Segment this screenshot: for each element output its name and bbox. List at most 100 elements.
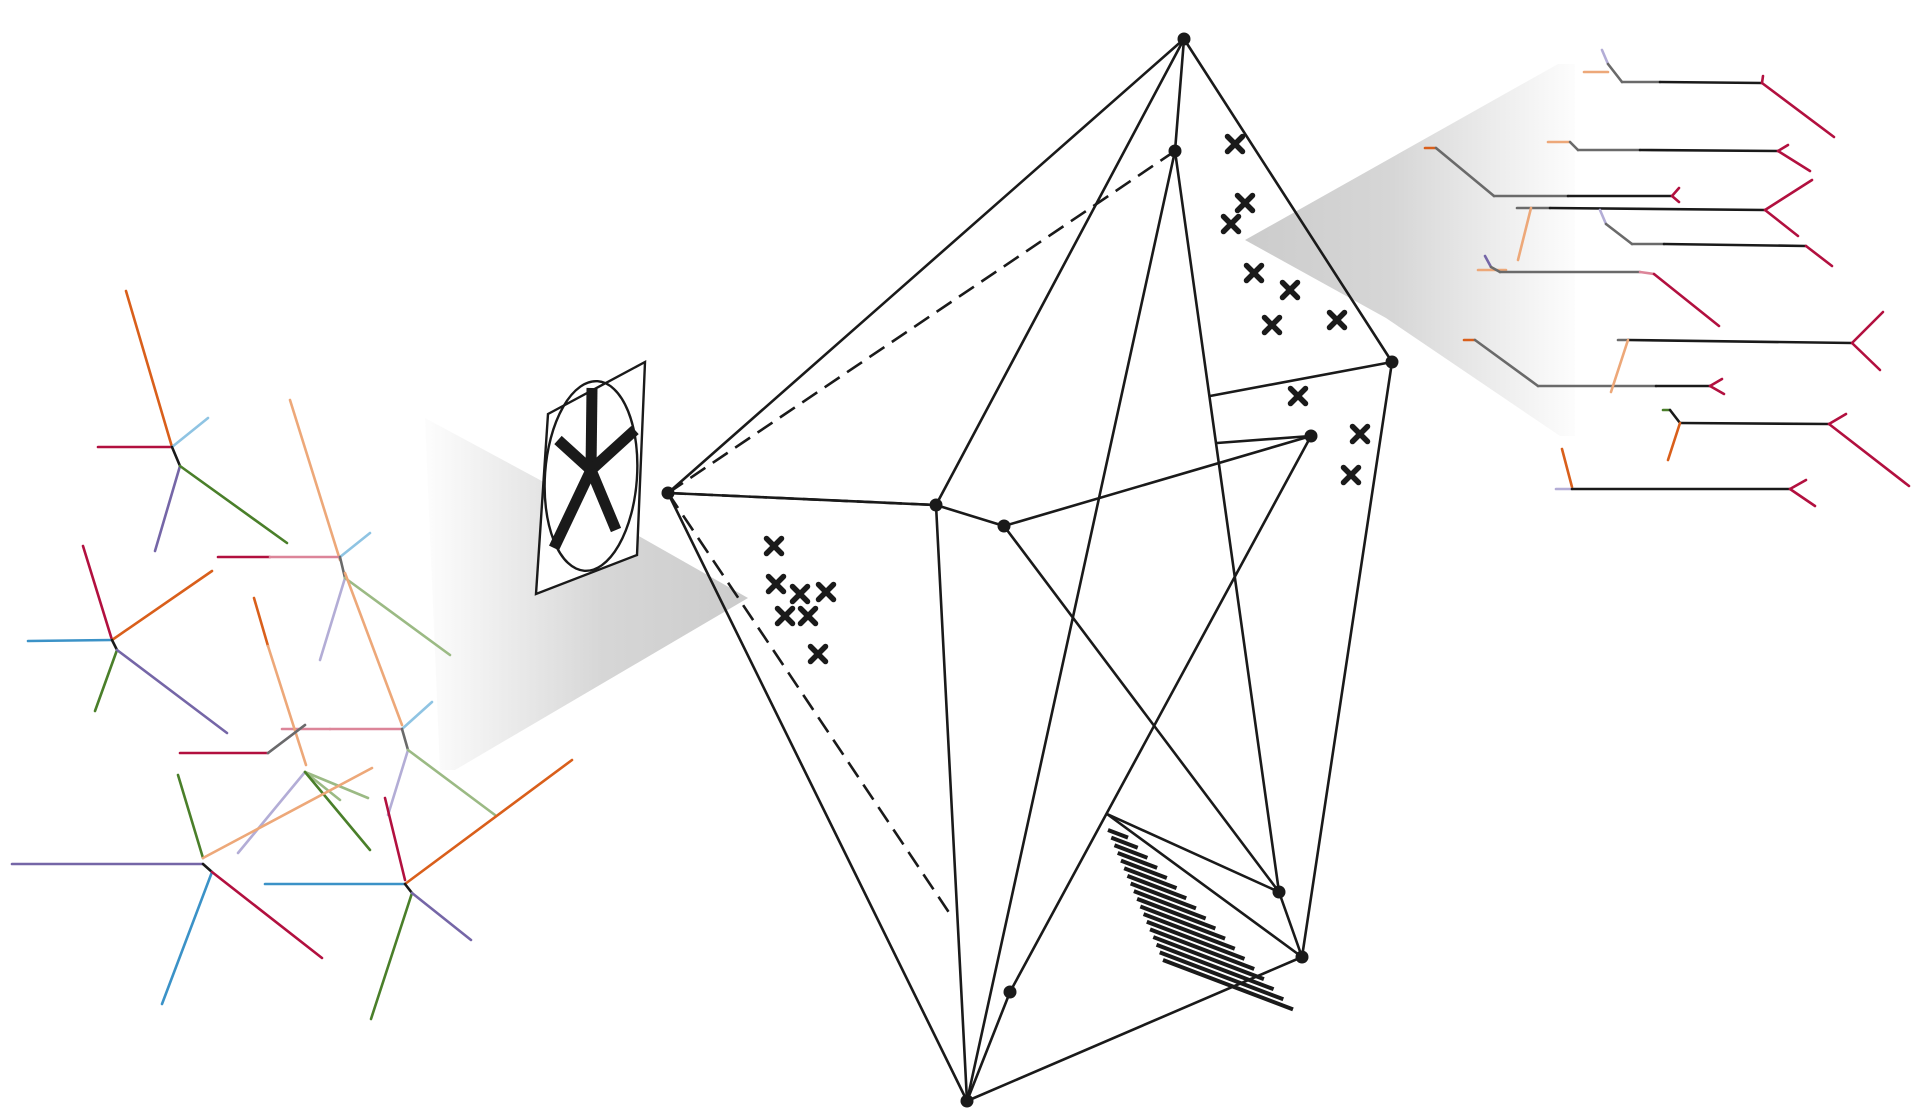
tree-branch: [288, 398, 342, 562]
tree-branch: [110, 638, 119, 652]
hatch-stroke: [1139, 904, 1226, 941]
cross-marker-icon: [797, 605, 819, 627]
complex-edge: [1208, 360, 1394, 398]
cross-stroke: [1326, 309, 1348, 331]
hatch-stroke: [1123, 866, 1178, 890]
tree-branch: [1678, 421, 1831, 426]
tree-branch: [110, 569, 214, 642]
cross-stroke: [1261, 314, 1283, 336]
tree-card-circle: [543, 379, 639, 573]
tree-branch: [115, 648, 229, 735]
hatch-stroke: [1113, 843, 1149, 860]
cross-stroke: [1340, 464, 1362, 486]
tree-branch: [343, 576, 452, 657]
hatch-stroke: [1136, 896, 1217, 931]
tree-branch: [160, 870, 214, 1006]
tree-branch: [1763, 208, 1800, 238]
tree-branch: [383, 796, 407, 882]
complex-edge: [1173, 37, 1186, 153]
tree-branch: [1708, 377, 1724, 388]
tree-branch: [1708, 384, 1726, 396]
complex-edge: [666, 37, 1186, 495]
beam-left-cluster: [425, 418, 748, 770]
complex-edge: [934, 503, 969, 1103]
tree-branch: [343, 571, 404, 727]
cross-stroke: [1349, 423, 1371, 445]
tree-branch: [403, 882, 414, 895]
tree-branch: [1473, 338, 1540, 388]
tree: [1554, 447, 1817, 508]
hatch-stroke: [1152, 935, 1265, 981]
tree: [1609, 310, 1885, 394]
tree-branch: [403, 758, 574, 886]
complex-edge: [1182, 37, 1394, 364]
cross-stroke: [1224, 133, 1246, 155]
tree-branch: [1668, 408, 1682, 425]
tree-branch: [386, 748, 410, 817]
tree: [178, 596, 372, 855]
tree-branch: [410, 891, 473, 942]
tree-branch: [26, 638, 114, 643]
hatch-stroke: [1133, 889, 1207, 921]
cross-stroke: [1243, 262, 1265, 284]
tree-branch: [1560, 447, 1574, 489]
cross-stroke: [815, 581, 837, 603]
tree-branch: [1666, 421, 1682, 462]
star-tree-icon: [549, 387, 639, 551]
tree-branch: [1776, 149, 1812, 173]
tree: [1582, 48, 1836, 139]
complex-edge: [1008, 434, 1313, 994]
tree-branch: [338, 555, 347, 580]
cross-stroke: [789, 583, 811, 605]
cross-marker-icon: [815, 581, 837, 603]
tree: [263, 758, 574, 1021]
complex-edge: [965, 149, 1177, 1103]
hatch-stroke: [1110, 835, 1139, 850]
complex-dashed-edge: [666, 492, 952, 915]
tree-branch: [210, 870, 324, 960]
projection-beams: [425, 64, 1575, 770]
tree-branch: [1760, 74, 1765, 85]
cross-marker-icon: [1279, 279, 1301, 301]
complex-edge: [1277, 890, 1304, 959]
cross-marker-icon: [807, 643, 829, 665]
hatch-stroke: [1126, 874, 1187, 901]
complex-edge: [1002, 524, 1281, 894]
cross-marker-icon: [789, 583, 811, 605]
tree: [216, 398, 452, 662]
tree-branch: [1600, 48, 1610, 66]
complex-edge: [1002, 434, 1313, 528]
hatch-stroke: [1155, 942, 1275, 992]
tree-branch: [1670, 194, 1681, 204]
right-tree-cluster: [1423, 48, 1911, 508]
tree-branch: [1434, 146, 1496, 198]
tree: [1546, 140, 1812, 173]
cross-marker-icon: [1349, 423, 1371, 445]
tree-branch: [178, 464, 289, 545]
tree-branch: [1606, 62, 1624, 84]
tree-branch: [81, 544, 114, 642]
complex-edge: [1215, 434, 1313, 445]
tree-branch: [338, 531, 372, 559]
tree-branch: [201, 766, 374, 860]
cross-marker-icon: [1234, 192, 1256, 214]
tree: [1661, 408, 1911, 488]
tree-branch: [1626, 338, 1854, 345]
tree: [1598, 208, 1834, 268]
hatch-stroke: [1159, 950, 1285, 1002]
tree-branch: [1670, 186, 1681, 198]
vertex-dot-icon: [1177, 32, 1191, 46]
vertex-dot-icon: [997, 519, 1011, 533]
vertex-dot-icon: [661, 486, 675, 500]
tree-branch: [201, 862, 214, 874]
complex-edge: [934, 37, 1186, 507]
tree-branch: [1827, 412, 1848, 426]
complex-dashed-edges: [666, 149, 1176, 915]
cross-stroke: [807, 643, 829, 665]
tree-branch: [170, 445, 182, 468]
tree-branch: [1548, 206, 1767, 212]
tree-branch: [252, 596, 270, 648]
tree-branch: [1804, 244, 1834, 268]
tree: [1515, 178, 1814, 262]
tree: [96, 289, 289, 553]
